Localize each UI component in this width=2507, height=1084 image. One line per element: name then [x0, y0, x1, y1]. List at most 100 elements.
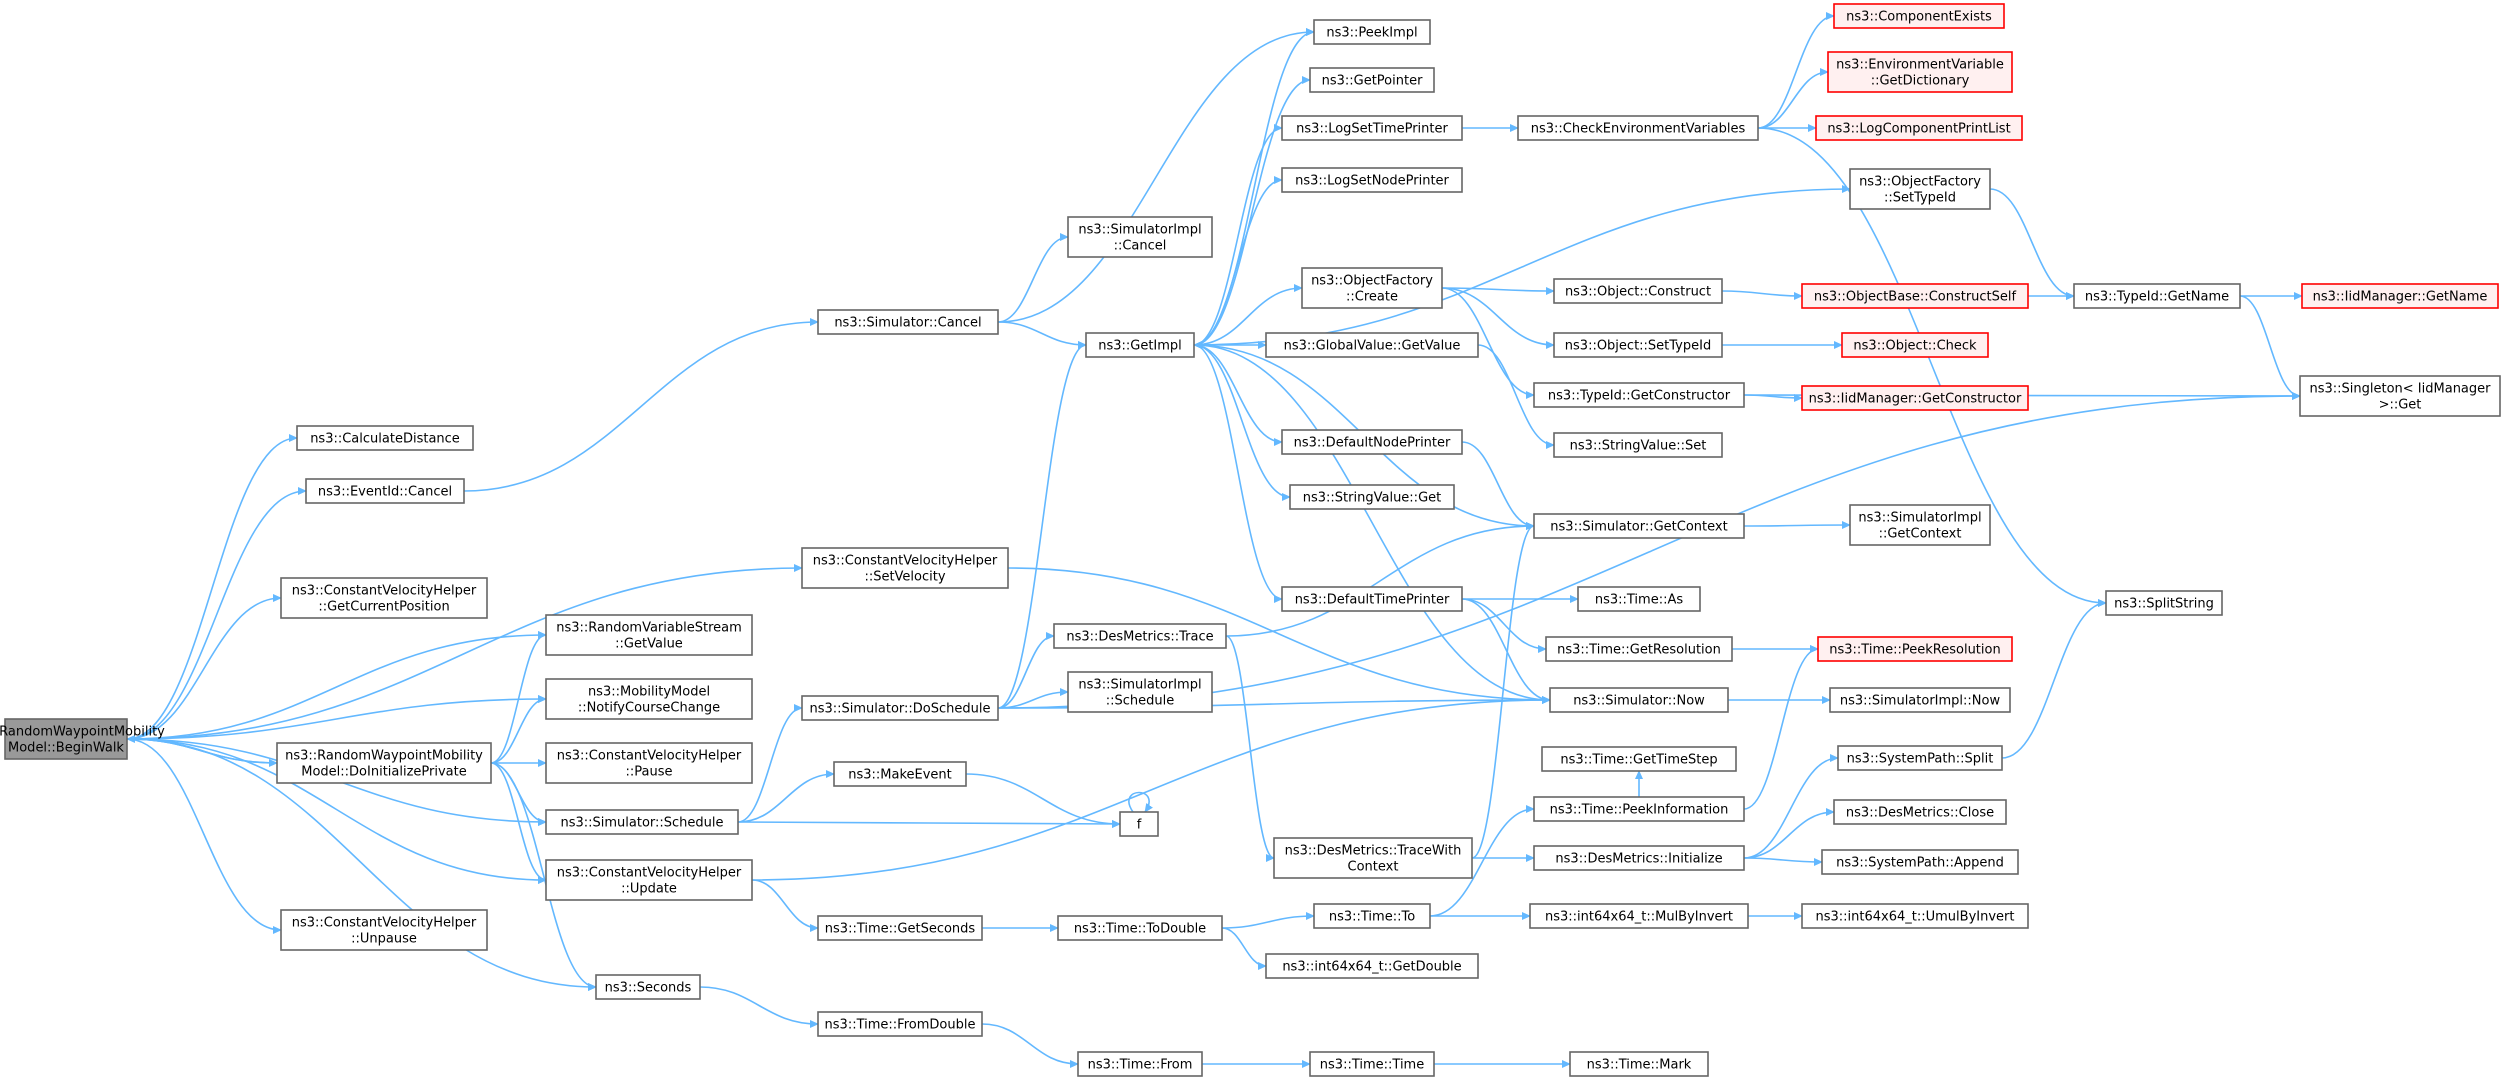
node-cvh-setvel[interactable]: ns3::ConstantVelocityHelper::SetVelocity [801, 547, 1009, 589]
node-iid-getname[interactable]: ns3::IidManager::GetName [2301, 283, 2499, 309]
node-strval-get[interactable]: ns3::StringValue::Get [1289, 484, 1455, 510]
node-time-getseconds[interactable]: ns3::Time::GetSeconds [817, 915, 983, 941]
node-makeevent[interactable]: ns3::MakeEvent [833, 761, 967, 787]
node-iid-getctor[interactable]: ns3::IidManager::GetConstructor [1801, 385, 2029, 411]
node-deftimeprinter[interactable]: ns3::DefaultTimePrinter [1281, 586, 1463, 612]
node-time-gettimestep[interactable]: ns3::Time::GetTimeStep [1541, 746, 1737, 772]
node-typeid-getctor[interactable]: ns3::TypeId::GetConstructor [1533, 382, 1745, 408]
node-desm-trace[interactable]: ns3::DesMetrics::Trace [1053, 623, 1227, 649]
node-mm-notify[interactable]: ns3::MobilityModel::NotifyCourseChange [545, 678, 753, 720]
node-cvh-getpos[interactable]: ns3::ConstantVelocityHelper::GetCurrentP… [280, 577, 488, 619]
node-cvh-unpause[interactable]: ns3::ConstantVelocityHelper::Unpause [280, 909, 488, 951]
node-peekimpl[interactable]: ns3::PeekImpl [1313, 19, 1431, 45]
node-label: ::GetContext [1879, 527, 1962, 542]
node-singleton-get[interactable]: ns3::Singleton< IidManager>::Get [2299, 375, 2501, 417]
node-simimpl-schedule[interactable]: ns3::SimulatorImpl::Schedule [1067, 671, 1213, 713]
edge-beginwalk-to-seconds [126, 738, 597, 992]
node-f[interactable]: f [1119, 811, 1159, 837]
node-cvh-pause[interactable]: ns3::ConstantVelocityHelper::Pause [545, 742, 753, 784]
node-logcompprint[interactable]: ns3::LogComponentPrintList [1815, 115, 2023, 141]
node-defnodeprinter[interactable]: ns3::DefaultNodePrinter [1281, 429, 1463, 455]
node-getpointer[interactable]: ns3::GetPointer [1309, 67, 1435, 93]
node-box [1849, 504, 1991, 546]
node-label: ns3::IidManager::GetName [2313, 290, 2488, 305]
node-label: ns3::Singleton< IidManager [2309, 382, 2491, 397]
node-checkenv[interactable]: ns3::CheckEnvironmentVariables [1517, 115, 1759, 141]
node-i64-umulbyinvert[interactable]: ns3::int64x64_t::UmulByInvert [1801, 903, 2029, 929]
node-label: ns3::DesMetrics::TraceWith [1285, 844, 1462, 859]
node-time-peekinfo[interactable]: ns3::Time::PeekInformation [1533, 796, 1745, 822]
edge-cvh-setvel-to-sim-now [1007, 567, 1551, 705]
edge-getimpl-to-objfact-create [1193, 283, 1303, 346]
edge-desm-init-to-syspath-append [1743, 857, 1823, 867]
node-time-time[interactable]: ns3::Time::Time [1309, 1051, 1435, 1077]
node-cvh-update[interactable]: ns3::ConstantVelocityHelper::Update [545, 859, 753, 901]
node-label: ns3::DefaultNodePrinter [1294, 436, 1451, 451]
node-sim-now[interactable]: ns3::Simulator::Now [1549, 687, 1729, 713]
node-objfact-settypeid[interactable]: ns3::ObjectFactory::SetTypeId [1849, 168, 1991, 210]
node-box [1553, 332, 1723, 358]
node-label: Model::DoInitializePrivate [301, 765, 466, 780]
node-i64-mulbyinvert[interactable]: ns3::int64x64_t::MulByInvert [1529, 903, 1749, 929]
node-eventcancel[interactable]: ns3::EventId::Cancel [305, 478, 465, 504]
node-calcdist[interactable]: ns3::CalculateDistance [296, 425, 474, 451]
node-logsetnode[interactable]: ns3::LogSetNodePrinter [1281, 167, 1463, 193]
node-desm-close[interactable]: ns3::DesMetrics::Close [1833, 799, 2007, 825]
node-beginwalk[interactable]: ns3::RandomWaypointMobilityModel::BeginW… [0, 718, 165, 760]
node-label: ns3::EventId::Cancel [318, 485, 452, 500]
node-envvar-getdict[interactable]: ns3::EnvironmentVariable::GetDictionary [1827, 51, 2013, 93]
node-i64-getdouble[interactable]: ns3::int64x64_t::GetDouble [1265, 953, 1479, 979]
node-simimpl-getcontext[interactable]: ns3::SimulatorImpl::GetContext [1849, 504, 1991, 546]
node-box [1553, 432, 1723, 458]
node-box [817, 915, 983, 941]
node-obj-construct[interactable]: ns3::Object::Construct [1553, 278, 1723, 304]
node-strval-set[interactable]: ns3::StringValue::Set [1553, 432, 1723, 458]
node-sim-schedule[interactable]: ns3::Simulator::Schedule [545, 809, 739, 835]
node-label: ns3::GetImpl [1098, 339, 1182, 354]
node-objbase-constructself[interactable]: ns3::ObjectBase::ConstructSelf [1801, 283, 2029, 309]
node-label: ns3::StringValue::Get [1303, 491, 1441, 506]
node-time-fromdouble[interactable]: ns3::Time::FromDouble [817, 1011, 983, 1037]
node-doinit[interactable]: ns3::RandomWaypointMobilityModel::DoInit… [276, 742, 492, 784]
node-time-mark[interactable]: ns3::Time::Mark [1569, 1051, 1709, 1077]
node-time-from[interactable]: ns3::Time::From [1077, 1051, 1203, 1077]
node-label: ns3::Time::GetResolution [1557, 643, 1721, 658]
edge-objfact-create-to-obj-settypeid [1441, 287, 1555, 350]
node-sim-getcontext[interactable]: ns3::Simulator::GetContext [1533, 513, 1745, 539]
node-sim-cancel[interactable]: ns3::Simulator::Cancel [817, 309, 999, 335]
node-time-todouble[interactable]: ns3::Time::ToDouble [1057, 915, 1223, 941]
node-box [1821, 849, 2019, 875]
node-simimpl-cancel[interactable]: ns3::SimulatorImpl::Cancel [1067, 216, 1213, 258]
node-sim-doschedule[interactable]: ns3::Simulator::DoSchedule [801, 695, 999, 721]
node-typeid-getname[interactable]: ns3::TypeId::GetName [2073, 283, 2241, 309]
edge-sim-doschedule-to-getimpl [997, 341, 1087, 709]
node-time-as[interactable]: ns3::Time::As [1577, 586, 1701, 612]
edge-sim-cancel-to-simimpl-cancel [997, 232, 1069, 323]
node-time-peekres[interactable]: ns3::Time::PeekResolution [1817, 636, 2013, 662]
node-obj-settypeid[interactable]: ns3::Object::SetTypeId [1553, 332, 1723, 358]
node-rvs-getvalue[interactable]: ns3::RandomVariableStream::GetValue [545, 614, 753, 656]
node-seconds[interactable]: ns3::Seconds [595, 974, 701, 1000]
node-time-to[interactable]: ns3::Time::To [1313, 903, 1431, 929]
node-label: ns3::PeekImpl [1326, 26, 1417, 41]
node-splitstring[interactable]: ns3::SplitString [2105, 590, 2223, 616]
node-objfact-create[interactable]: ns3::ObjectFactory::Create [1301, 267, 1443, 309]
node-gv-getvalue[interactable]: ns3::GlobalValue::GetValue [1265, 332, 1479, 358]
node-obj-check[interactable]: ns3::Object::Check [1841, 332, 1989, 358]
node-logsettime[interactable]: ns3::LogSetTimePrinter [1281, 115, 1463, 141]
node-compexists[interactable]: ns3::ComponentExists [1833, 3, 2005, 29]
node-syspath-append[interactable]: ns3::SystemPath::Append [1821, 849, 2019, 875]
node-box [1281, 429, 1463, 455]
node-box [1577, 586, 1701, 612]
node-simimpl-now[interactable]: ns3::SimulatorImpl::Now [1829, 687, 2011, 713]
edge-beginwalk-to-rvs-getvalue [126, 630, 547, 740]
edge-checkenv-to-compexists [1757, 11, 1835, 129]
node-getimpl[interactable]: ns3::GetImpl [1085, 332, 1195, 358]
edge-doinit-to-rvs-getvalue [490, 630, 547, 764]
edge-beginwalk-to-cvh-unpause [126, 738, 282, 935]
node-desm-init[interactable]: ns3::DesMetrics::Initialize [1533, 845, 1745, 871]
node-label: ns3::Time::PeekResolution [1829, 643, 2000, 658]
node-syspath-split[interactable]: ns3::SystemPath::Split [1837, 745, 2003, 771]
node-time-getres[interactable]: ns3::Time::GetResolution [1545, 636, 1733, 662]
